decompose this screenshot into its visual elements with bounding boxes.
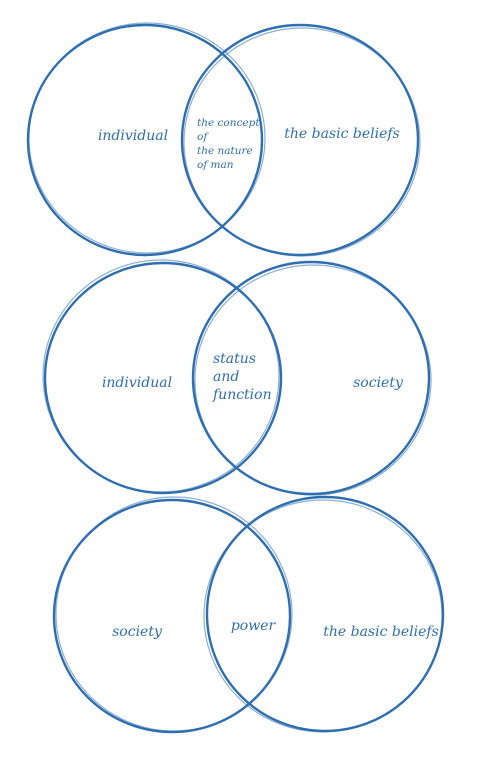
venn-1-overlap-line-4: of man bbox=[197, 159, 234, 171]
venn-2-overlap-line-2: and bbox=[213, 369, 239, 385]
venn-diagram-2: individual society status and function bbox=[42, 259, 432, 496]
venn-1-left-circle-sketch bbox=[28, 22, 266, 254]
venn-1-overlap-line-3: the nature bbox=[197, 145, 253, 157]
venn-1-right-circle-sketch bbox=[183, 27, 421, 257]
venn-2-left-label: individual bbox=[102, 375, 172, 391]
venn-3-right-circle-sketch bbox=[203, 499, 443, 733]
venn-1-overlap-line-1: the concept bbox=[197, 117, 260, 129]
venn-1-right-label: the basic beliefs bbox=[284, 126, 400, 142]
venn-3-left-label: society bbox=[112, 624, 163, 640]
venn-3-left-circle bbox=[52, 498, 292, 734]
venn-3-overlap-line-1: power bbox=[231, 618, 277, 634]
venn-diagram-1: individual the basic beliefs the concept… bbox=[26, 22, 421, 257]
venn-3-right-circle bbox=[205, 495, 445, 733]
venn-1-left-circle bbox=[26, 23, 264, 257]
venn-2-left-circle-sketch bbox=[42, 259, 280, 493]
venn-2-right-circle-sketch bbox=[194, 264, 432, 496]
venn-2-overlap-line-1: status bbox=[213, 351, 256, 367]
venn-3-right-label: the basic beliefs bbox=[323, 624, 439, 640]
venn-3-left-circle-sketch bbox=[55, 496, 293, 732]
venn-2-right-label: society bbox=[353, 375, 404, 391]
venn-2-left-circle bbox=[43, 261, 283, 495]
venn-2-right-circle bbox=[191, 260, 431, 496]
venn-2-overlap-line-3: function bbox=[212, 387, 272, 403]
venn-1-right-circle bbox=[180, 23, 420, 257]
venn-1-overlap-line-2: of bbox=[197, 131, 209, 143]
venn-diagram-3: society the basic beliefs power bbox=[52, 495, 445, 734]
venn-1-left-label: individual bbox=[98, 128, 168, 144]
